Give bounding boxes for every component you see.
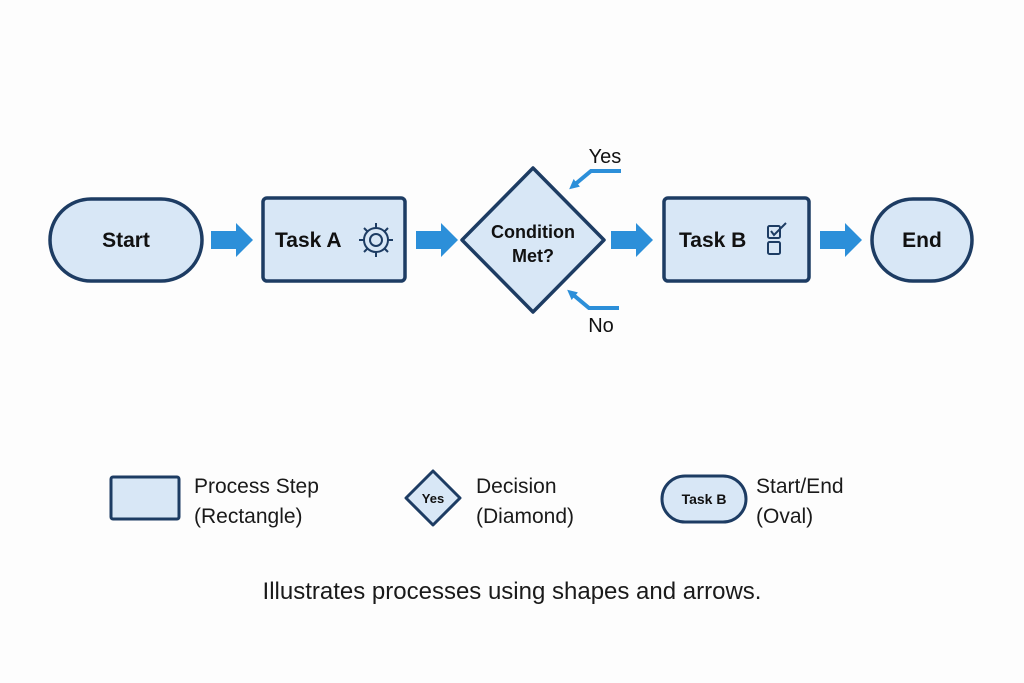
legend-decision-title: Decision xyxy=(476,475,557,498)
legend-rectangle-shape xyxy=(109,475,181,521)
legend-process-subtitle: (Rectangle) xyxy=(194,505,303,528)
no-branch-arrow xyxy=(567,289,619,310)
legend-oval-shape: Task B xyxy=(660,474,748,524)
yes-branch-label: Yes xyxy=(589,146,622,168)
diagram-caption: Illustrates processes using shapes and a… xyxy=(262,578,762,605)
arrow-decision-to-task-b xyxy=(611,223,653,257)
decision-label-line1: Condition xyxy=(491,222,575,242)
task-b-label: Task B xyxy=(679,229,746,252)
checklist-icon xyxy=(767,222,787,255)
no-branch-label: No xyxy=(588,315,614,337)
legend-terminal-title: Start/End xyxy=(756,475,844,498)
gear-icon xyxy=(359,223,393,257)
task-a-node: Task A xyxy=(261,196,407,283)
legend-process-title: Process Step xyxy=(194,475,319,498)
legend-oval-sample: Task B xyxy=(682,491,727,507)
legend-decision-text: Decision (Diamond) xyxy=(476,472,574,532)
legend-terminal-text: Start/End (Oval) xyxy=(756,472,844,532)
arrow-start-to-task-a xyxy=(211,223,253,257)
legend-terminal-subtitle: (Oval) xyxy=(756,505,814,528)
arrow-task-a-to-decision xyxy=(416,223,458,257)
arrow-task-b-to-end xyxy=(820,223,862,257)
decision-node: Condition Met? xyxy=(460,166,606,314)
legend-diamond-shape: Yes xyxy=(404,469,462,527)
task-b-node: Task B xyxy=(662,196,811,283)
decision-label-line2: Met? xyxy=(512,246,554,266)
legend-diamond-sample: Yes xyxy=(422,491,444,506)
start-node: Start xyxy=(48,197,204,283)
end-node-label: End xyxy=(902,229,942,252)
start-node-label: Start xyxy=(102,229,150,252)
yes-branch-arrow xyxy=(569,169,621,190)
legend-process-text: Process Step (Rectangle) xyxy=(194,472,319,532)
no-branch: No xyxy=(567,289,619,337)
end-node: End xyxy=(870,197,974,283)
legend-decision-subtitle: (Diamond) xyxy=(476,505,575,528)
task-a-label: Task A xyxy=(275,229,342,252)
yes-branch: Yes xyxy=(569,146,622,190)
